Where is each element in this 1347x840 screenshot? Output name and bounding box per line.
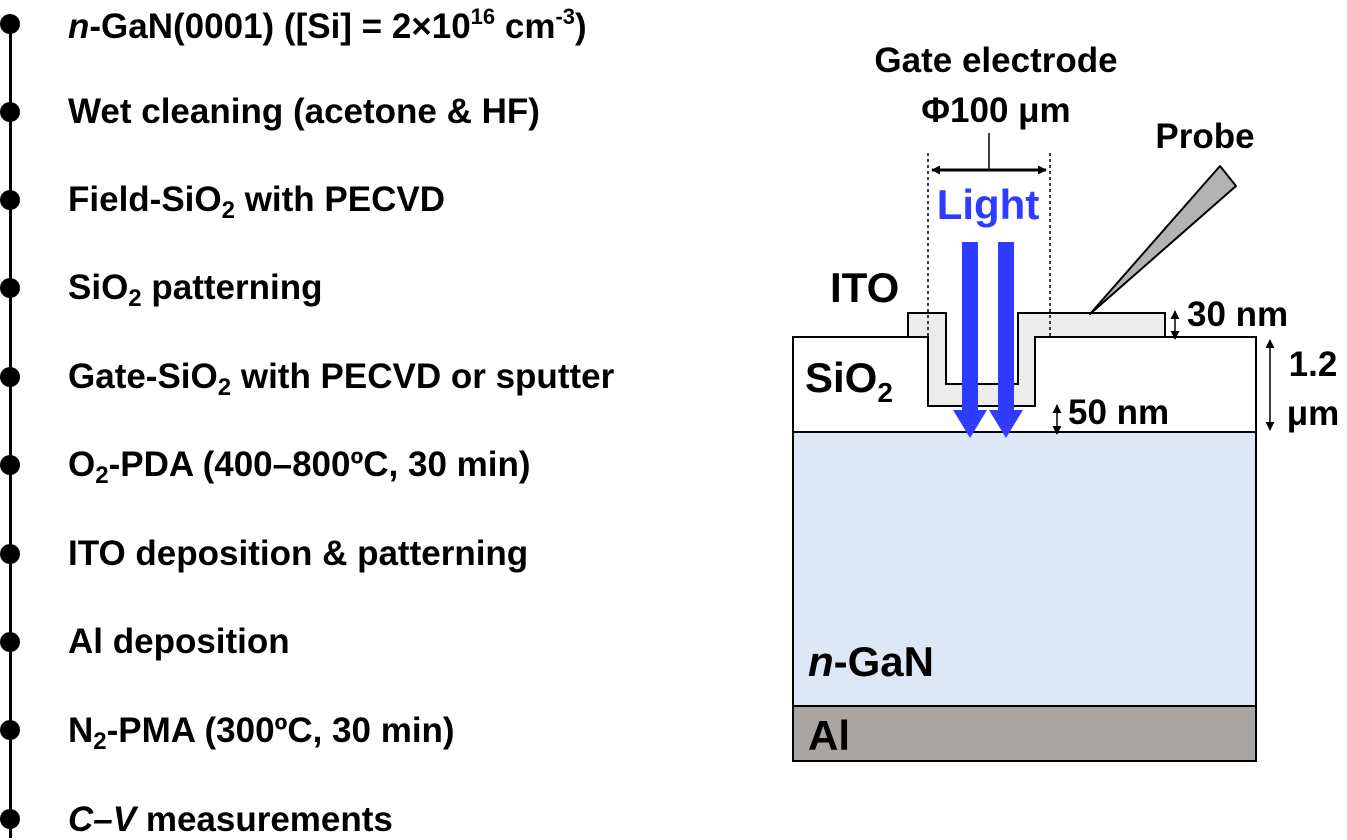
gate-electrode-label: Gate electrode bbox=[874, 41, 1117, 80]
step-marker bbox=[0, 720, 20, 740]
ito-label: ITO bbox=[830, 264, 899, 311]
probe-needle bbox=[1089, 165, 1237, 315]
step-3-label: Field-SiO2 with PECVD bbox=[68, 180, 446, 224]
step-6-label: O2-PDA (400–800ºC, 30 min) bbox=[68, 445, 531, 489]
gate-oxide-thickness-label: 50 nm bbox=[1068, 393, 1169, 432]
step-4-label: SiO2 patterning bbox=[68, 268, 323, 312]
light-arrow bbox=[953, 242, 987, 438]
step-1-label: n-GaN(0001) ([Si] = 2×1016 cm-3) bbox=[68, 4, 587, 47]
step-5-label: Gate-SiO2 with PECVD or sputter bbox=[68, 357, 615, 401]
step-9-label: N2-PMA (300ºC, 30 min) bbox=[68, 711, 455, 755]
step-marker bbox=[0, 455, 20, 475]
step-marker bbox=[0, 809, 20, 829]
timeline-line bbox=[9, 22, 12, 838]
step-10-label: C–V measurements bbox=[68, 800, 393, 839]
step-marker bbox=[0, 544, 20, 564]
field-oxide-thickness-unit: μm bbox=[1287, 394, 1340, 433]
al-label: Al bbox=[808, 712, 850, 759]
gan-label: n-GaN bbox=[808, 638, 934, 685]
step-marker bbox=[0, 102, 20, 122]
step-marker bbox=[0, 14, 20, 34]
step-2-label: Wet cleaning (acetone & HF) bbox=[68, 92, 540, 131]
step-marker bbox=[0, 632, 20, 652]
step-marker bbox=[0, 278, 20, 298]
light-label: Light bbox=[937, 181, 1040, 228]
ito-layer bbox=[907, 312, 1166, 407]
sio2-label: SiO2 bbox=[805, 354, 893, 408]
light-arrow bbox=[989, 242, 1023, 438]
gate-diameter-label: Φ100 μm bbox=[921, 91, 1070, 130]
process-flow: n-GaN(0001) ([Si] = 2×1016 cm-3) Wet cle… bbox=[0, 4, 615, 839]
probe-label: Probe bbox=[1155, 117, 1254, 156]
step-7-label: ITO deposition & patterning bbox=[68, 534, 529, 573]
step-marker bbox=[0, 367, 20, 387]
field-oxide-thickness-value: 1.2 bbox=[1289, 345, 1338, 384]
gan-layer bbox=[792, 431, 1257, 707]
al-layer bbox=[792, 705, 1257, 762]
ito-thickness-label: 30 nm bbox=[1187, 295, 1288, 334]
step-8-label: Al deposition bbox=[68, 622, 290, 661]
step-marker bbox=[0, 190, 20, 210]
